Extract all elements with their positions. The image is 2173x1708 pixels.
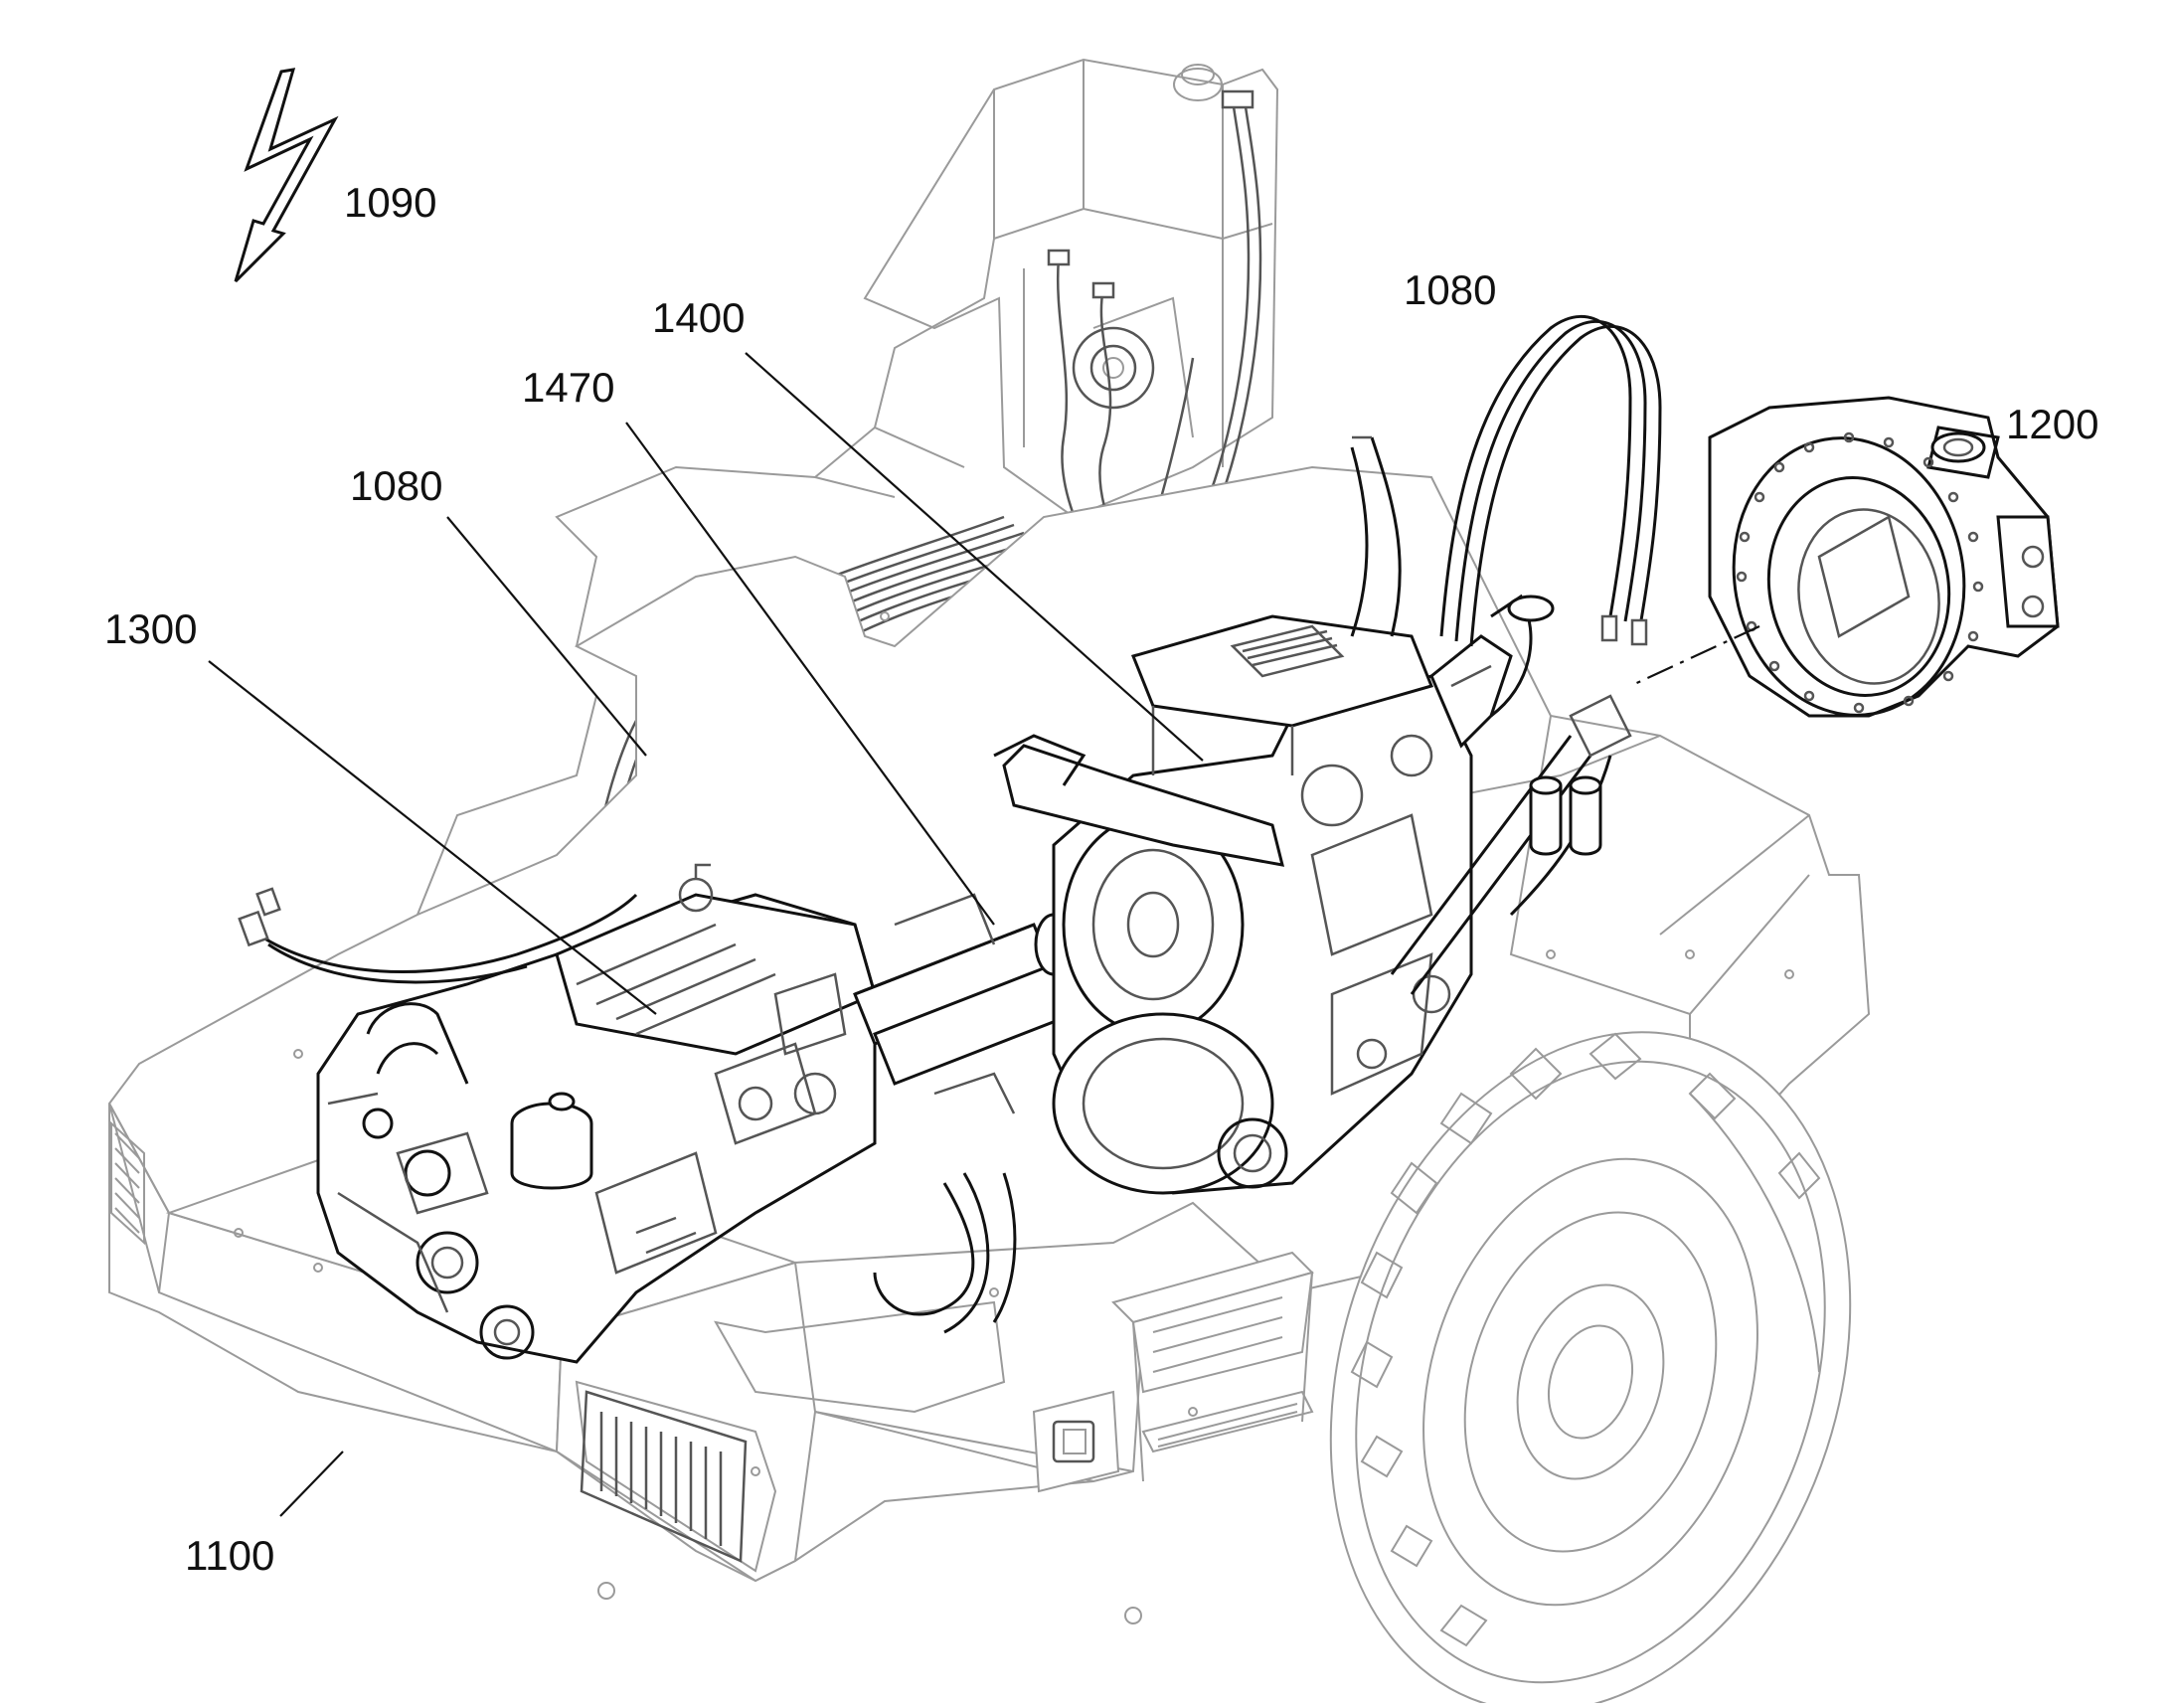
reference-labels: 1090 1080 1400 1470 1080 1300 1200 1100 (104, 179, 2098, 1579)
hanging-hoses-right (1439, 315, 1662, 647)
leader-1400 (745, 352, 1204, 762)
label-1090: 1090 (344, 179, 436, 226)
label-1100: 1100 (185, 1532, 274, 1579)
label-1080-top: 1080 (1404, 266, 1496, 313)
axis-centerline (1629, 625, 1760, 687)
access-steps (1111, 1251, 1314, 1482)
label-1080-left: 1080 (350, 462, 442, 509)
front-grille-right (580, 1390, 748, 1563)
leader-lines (208, 352, 1204, 1517)
label-1400: 1400 (652, 294, 745, 341)
lightning-arrow-icon (234, 68, 339, 283)
label-1300: 1300 (104, 605, 197, 652)
leader-1470 (625, 422, 995, 926)
transmission-hoses (873, 435, 1612, 1334)
filter-canisters (1529, 694, 1632, 856)
leader-1300 (208, 660, 657, 1015)
transmission (993, 594, 1555, 1195)
label-1470: 1470 (522, 364, 614, 411)
label-1200: 1200 (2006, 401, 2098, 447)
leader-1080-left (446, 516, 647, 757)
leader-1100 (279, 1451, 344, 1517)
service-door (1032, 1390, 1120, 1493)
engine (316, 863, 877, 1364)
mounting-ring-1200 (1708, 396, 2060, 718)
rear-tank (863, 58, 1279, 519)
front-grille-left (110, 1120, 145, 1246)
left-cable-end (238, 887, 638, 984)
wheel (1329, 1031, 1852, 1708)
